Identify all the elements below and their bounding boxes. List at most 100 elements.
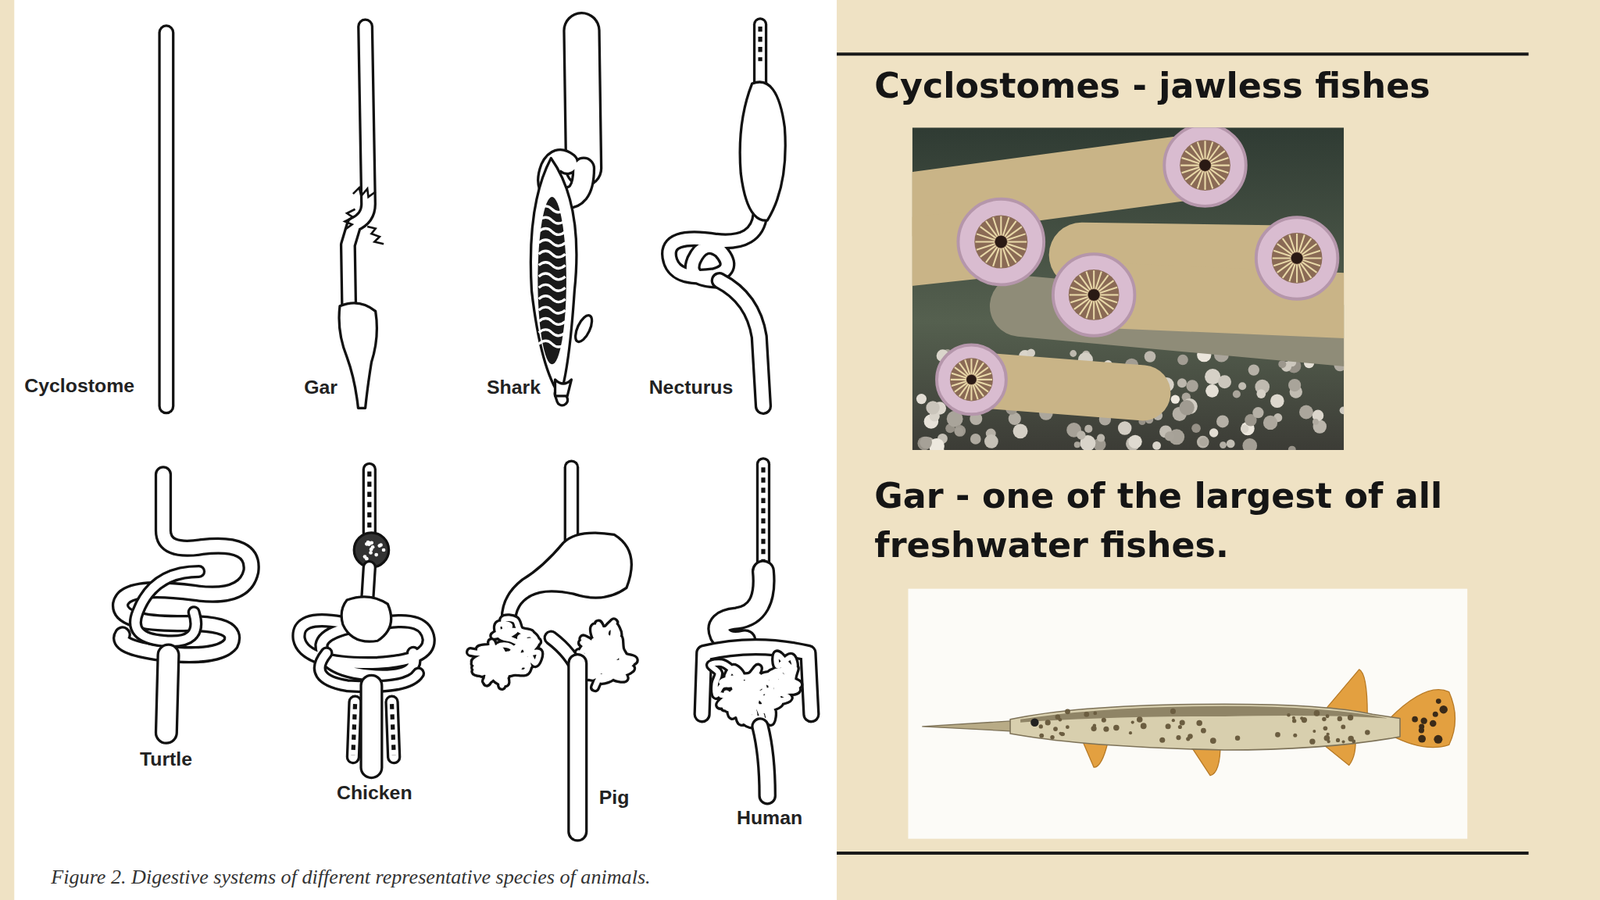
gravel [1238, 382, 1247, 390]
gar-spot [1165, 723, 1172, 729]
gut-tube [762, 464, 764, 572]
gut-tube [371, 685, 372, 768]
gar-spot [1103, 726, 1109, 733]
gravel [1177, 378, 1187, 388]
gravel [1152, 441, 1161, 450]
lamprey-tooth [1007, 233, 1025, 240]
gar-spot [1091, 725, 1097, 732]
lamprey-tooth [1207, 171, 1213, 189]
gar-spot [1170, 708, 1176, 715]
tube-outline [353, 702, 356, 758]
gut-tube [759, 24, 761, 87]
organ [339, 303, 377, 409]
tail-spot [1417, 735, 1426, 743]
tail-spot [1439, 705, 1447, 714]
lamprey-tooth [976, 373, 992, 379]
tube-hatching [760, 467, 765, 568]
tail-spot [1429, 720, 1436, 727]
gar-spot [1347, 714, 1354, 721]
lamprey-tooth [1197, 142, 1204, 160]
tube-outline [362, 469, 377, 533]
gut-tube [571, 467, 572, 543]
gravel [1177, 354, 1189, 366]
gar-spot [1178, 725, 1183, 729]
tube-hatching [367, 471, 372, 529]
gar-spot [1351, 739, 1356, 744]
slide-heading: Cyclostomes - jawless fishes [874, 60, 1430, 111]
tube-fill [581, 30, 584, 168]
gravel [1219, 441, 1227, 449]
tube-outline [392, 702, 395, 758]
gar-spot [1083, 711, 1090, 718]
gar-spot [1039, 733, 1044, 739]
gravel [1278, 360, 1286, 368]
gar-eye [1030, 718, 1039, 727]
gar-spot [1065, 725, 1070, 729]
pig-gut [471, 467, 635, 832]
gar-spot [1045, 719, 1051, 725]
gut-tube [347, 26, 368, 307]
lamprey-tooth [1180, 164, 1200, 167]
gar-back [1020, 706, 1388, 723]
gravel [1263, 415, 1278, 430]
gar-spot [1176, 735, 1182, 740]
lamprey-tooth [1085, 271, 1092, 290]
gar-spot [1196, 720, 1203, 727]
gar-spot [1092, 711, 1097, 716]
gravel [1248, 364, 1260, 375]
tube-outline [471, 618, 540, 686]
lamprey-oral-disc [974, 215, 1028, 269]
gar-spot [1058, 732, 1062, 736]
gut-tube [577, 663, 579, 833]
species-label: Turtle [139, 746, 193, 772]
gravel [1199, 437, 1208, 447]
gar-spot [1337, 716, 1343, 722]
lamprey-throat [1291, 252, 1304, 265]
gravel [1096, 433, 1105, 442]
gravel [1216, 415, 1229, 429]
gar-gut [339, 26, 384, 408]
lamprey-throat [1088, 289, 1100, 301]
lamprey-throat [995, 235, 1008, 248]
gravel [916, 393, 927, 404]
gravel [1288, 378, 1301, 392]
lamprey-tooth [1210, 157, 1229, 164]
tube-outline [567, 663, 588, 833]
tube-fill [668, 214, 761, 281]
tube-fill [758, 464, 768, 572]
gravel [925, 400, 940, 415]
turtle-gut [120, 474, 252, 733]
lamprey-tooth [1003, 247, 1010, 266]
spiral-valve [537, 196, 567, 365]
gizzard [341, 596, 392, 642]
tube-fill [566, 467, 577, 543]
gravel [970, 433, 982, 445]
gravel [1069, 350, 1077, 358]
lamprey-tooth [976, 243, 995, 250]
gravel [1076, 430, 1086, 440]
species-label: Gar [303, 375, 338, 400]
gravel [984, 434, 999, 449]
gravel [1074, 441, 1081, 448]
lamprey-mouth [1164, 127, 1246, 207]
gravel [1205, 384, 1219, 398]
lamprey-tooth [1203, 140, 1206, 160]
gar-spot [1171, 718, 1175, 722]
tube-fill [569, 663, 586, 833]
lamprey-tooth [1299, 264, 1305, 282]
tail-spot [1418, 727, 1425, 733]
gravel [953, 425, 966, 437]
tube-fill [362, 685, 382, 768]
gravel [1171, 394, 1180, 404]
gar-spot [1275, 732, 1281, 738]
tube-fill [347, 26, 368, 307]
lamprey-tooth [1303, 250, 1321, 257]
photo-background [912, 127, 1344, 450]
pyloric-caeca [344, 187, 384, 244]
gar-spot [1128, 731, 1133, 735]
gut-tube [368, 469, 370, 533]
tube-fill [135, 571, 199, 641]
dorsal-fin [1326, 669, 1368, 715]
gar-spot [1210, 737, 1217, 744]
gar-spot [1286, 713, 1291, 718]
